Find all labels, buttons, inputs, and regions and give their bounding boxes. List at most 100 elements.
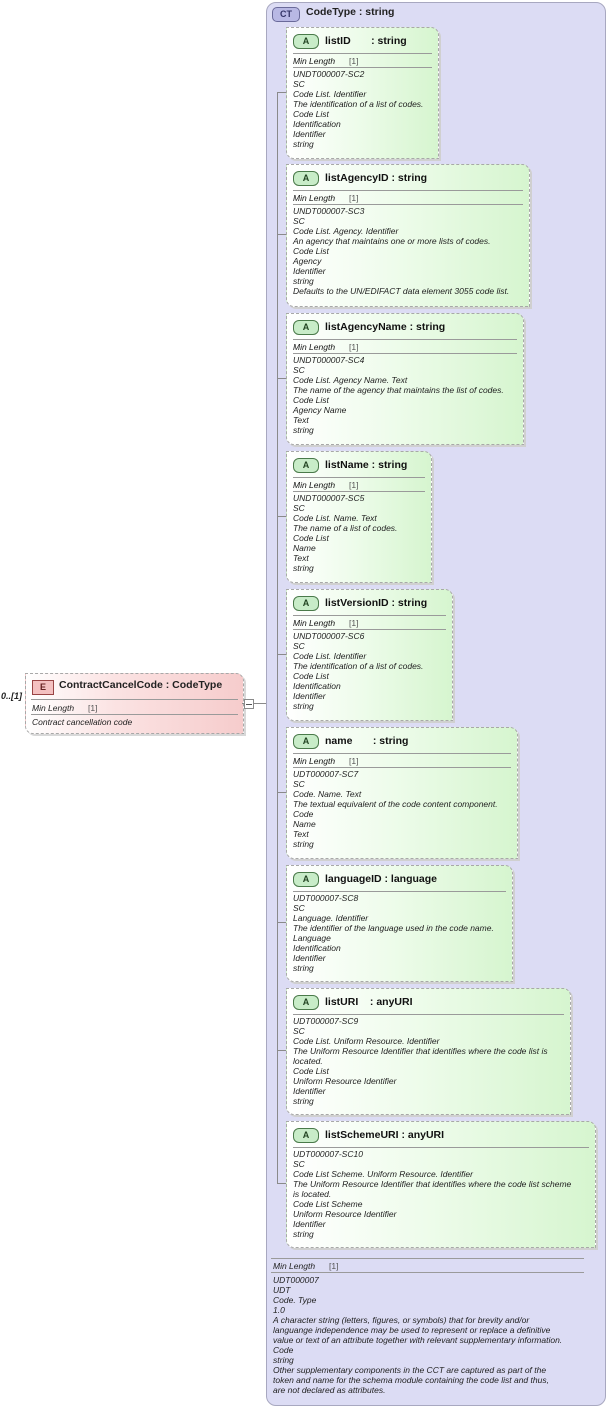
attribute-badge-icon: A bbox=[293, 171, 319, 186]
element-doc: Contract cancellation code bbox=[32, 717, 133, 727]
complex-type-divider bbox=[271, 1258, 584, 1259]
attribute-connector bbox=[277, 516, 286, 517]
doc-line: string bbox=[293, 1229, 314, 1239]
attribute-facet: Min Length[1] bbox=[293, 480, 358, 490]
doc-line: SC bbox=[293, 641, 305, 651]
doc-line: The Uniform Resource Identifier that ide… bbox=[293, 1179, 572, 1189]
doc-line: Identifier bbox=[293, 1219, 326, 1229]
doc-line: Code List bbox=[293, 395, 329, 405]
doc-line: Code List. Identifier bbox=[293, 89, 367, 99]
doc-line: Other supplementary components in the CC… bbox=[273, 1365, 547, 1375]
complex-type-badge-icon: CT bbox=[272, 7, 300, 22]
element-badge-icon: E bbox=[32, 680, 54, 695]
complex-type-facet-value: [1] bbox=[329, 1261, 339, 1271]
attribute-divider bbox=[293, 629, 446, 630]
sequence-connector bbox=[277, 92, 278, 1184]
attribute-doc: UDT000007-SC10 SC Code List Scheme. Unif… bbox=[293, 1149, 591, 1239]
doc-line: The name of the agency that maintains th… bbox=[293, 385, 504, 395]
attribute-facet: Min Length[1] bbox=[293, 193, 358, 203]
doc-line: UNDT000007-SC4 bbox=[293, 355, 365, 365]
doc-line: An agency that maintains one or more lis… bbox=[293, 236, 491, 246]
attribute-divider bbox=[293, 1014, 564, 1015]
doc-line: The identification of a list of codes. bbox=[293, 99, 424, 109]
doc-line: Uniform Resource Identifier bbox=[293, 1209, 397, 1219]
attribute-doc: UNDT000007-SC5 SC Code List. Name. Text … bbox=[293, 493, 427, 573]
doc-line: Identifier bbox=[293, 129, 326, 139]
doc-line: SC bbox=[293, 503, 305, 513]
element-cardinality: 0..[1] bbox=[1, 691, 23, 701]
doc-line: Code List. Uniform Resource. Identifier bbox=[293, 1036, 440, 1046]
attribute-connector bbox=[277, 654, 286, 655]
attribute-badge-icon: A bbox=[293, 995, 319, 1010]
doc-line: Code List bbox=[293, 1066, 329, 1076]
facet-label: Min Length bbox=[293, 342, 336, 352]
doc-line: string bbox=[293, 276, 314, 286]
attribute-name: listVersionID : string bbox=[325, 597, 428, 609]
attribute-name: listURI : anyURI bbox=[325, 996, 413, 1008]
element-divider bbox=[31, 699, 238, 700]
attribute-doc: UDT000007-SC7 SC Code. Name. Text The te… bbox=[293, 769, 513, 849]
attribute-facet: Min Length[1] bbox=[293, 342, 358, 352]
doc-line: The name of a list of codes. bbox=[293, 523, 398, 533]
doc-line: Code List. Name. Text bbox=[293, 513, 377, 523]
doc-line: is located. bbox=[293, 1189, 332, 1199]
attribute-divider bbox=[293, 891, 506, 892]
attribute-facet: Min Length[1] bbox=[293, 56, 358, 66]
element-connector bbox=[242, 703, 266, 704]
doc-line: Code. Name. Text bbox=[293, 789, 362, 799]
doc-line: Code List Scheme bbox=[293, 1199, 363, 1209]
attribute-divider bbox=[293, 204, 523, 205]
element-facet-value: [1] bbox=[88, 703, 98, 713]
attribute-connector bbox=[277, 922, 286, 923]
facet-value: [1] bbox=[349, 618, 359, 628]
doc-line: Defaults to the UN/EDIFACT data element … bbox=[293, 286, 510, 296]
element-box[interactable]: E ContractCancelCode : CodeType Min Leng… bbox=[25, 673, 244, 734]
attribute-divider bbox=[293, 339, 517, 340]
doc-line: Identifier bbox=[293, 953, 326, 963]
complex-type-facet-label: Min Length bbox=[273, 1261, 316, 1271]
doc-line: SC bbox=[293, 216, 305, 226]
doc-line: Language bbox=[293, 933, 331, 943]
facet-label: Min Length bbox=[293, 618, 336, 628]
attribute-name: listAgencyID : string bbox=[325, 172, 428, 184]
doc-line: Agency Name bbox=[293, 405, 347, 415]
doc-line: string bbox=[293, 1096, 314, 1106]
doc-line: value or text of an attribute together w… bbox=[273, 1335, 563, 1345]
attribute-badge-icon: A bbox=[293, 458, 319, 473]
attribute-divider bbox=[293, 67, 432, 68]
collapse-toggle-icon[interactable] bbox=[244, 699, 254, 709]
element-name: ContractCancelCode : CodeType bbox=[59, 679, 223, 691]
attribute-divider bbox=[293, 491, 425, 492]
attribute-divider bbox=[293, 190, 523, 191]
attribute-name: languageID : language bbox=[325, 873, 438, 885]
doc-line: Code List bbox=[293, 246, 329, 256]
doc-line: Code. Type bbox=[273, 1295, 317, 1305]
attribute-divider bbox=[293, 1147, 589, 1148]
facet-label: Min Length bbox=[293, 56, 336, 66]
doc-line: SC bbox=[293, 1026, 305, 1036]
attribute-connector bbox=[277, 1183, 286, 1184]
doc-line: Code bbox=[273, 1345, 294, 1355]
attribute-doc: UDT000007-SC9 SC Code List. Uniform Reso… bbox=[293, 1016, 566, 1106]
doc-line: languange independence may be used to re… bbox=[273, 1325, 551, 1335]
attribute-doc: UNDT000007-SC4 SC Code List. Agency Name… bbox=[293, 355, 519, 435]
doc-line: Identification bbox=[293, 119, 341, 129]
attribute-doc: UNDT000007-SC3 SC Code List. Agency. Ide… bbox=[293, 206, 525, 296]
attribute-badge-icon: A bbox=[293, 34, 319, 49]
doc-line: string bbox=[293, 963, 314, 973]
doc-line: SC bbox=[293, 365, 305, 375]
doc-line: Text bbox=[293, 553, 309, 563]
doc-line: UDT000007-SC8 bbox=[293, 893, 359, 903]
attribute-divider bbox=[293, 753, 511, 754]
doc-line: The identifier of the language used in t… bbox=[293, 923, 494, 933]
attribute-name: listAgencyName : string bbox=[325, 321, 446, 333]
